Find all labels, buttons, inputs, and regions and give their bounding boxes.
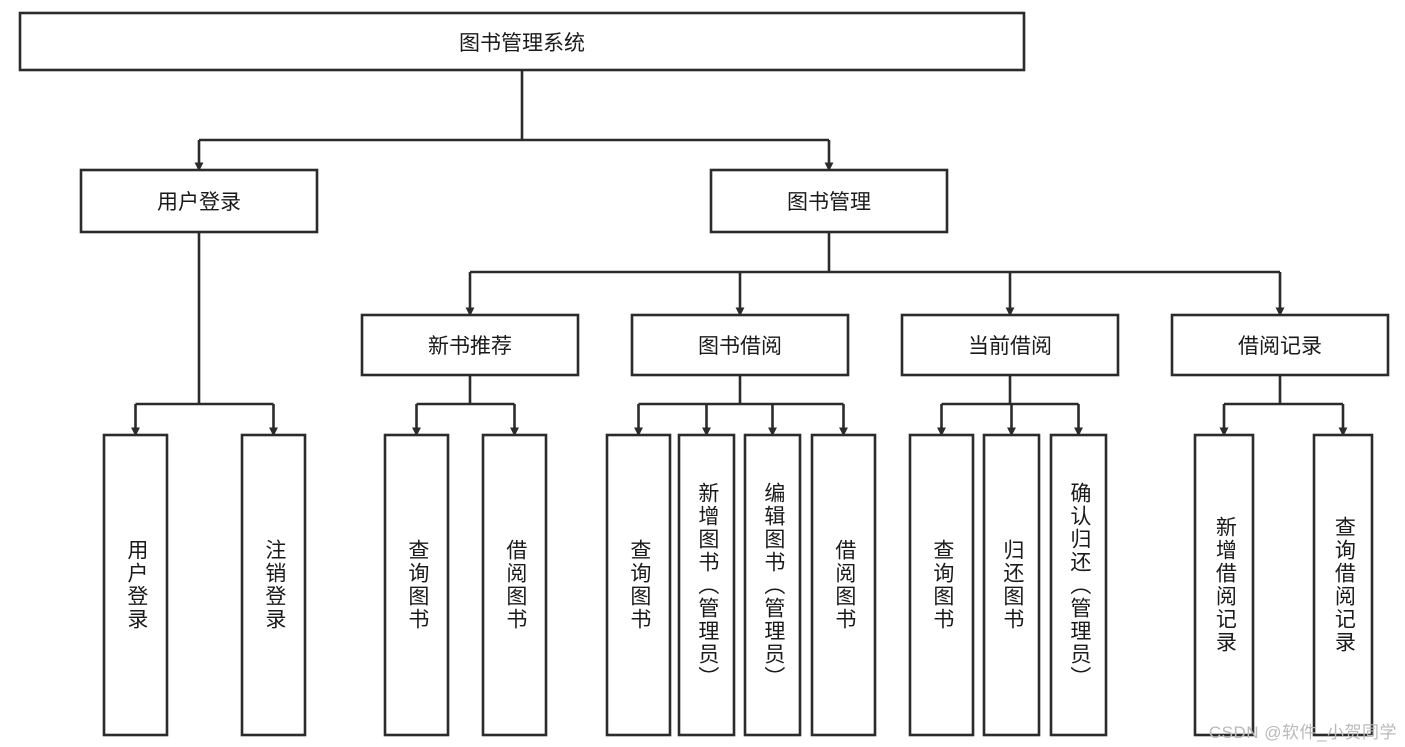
node-leaf-11[interactable]	[1193, 433, 1255, 737]
node-leaf-1[interactable]	[240, 433, 307, 737]
node-leaf-9[interactable]	[982, 433, 1041, 737]
node-leaf-3[interactable]	[481, 433, 548, 737]
node-level2-0[interactable]	[360, 313, 580, 377]
node-leaf-0[interactable]	[102, 433, 169, 737]
node-level2-3[interactable]	[1170, 313, 1390, 377]
node-root[interactable]	[18, 11, 1026, 72]
node-leaf-8[interactable]	[908, 433, 975, 737]
node-leaf-5[interactable]	[677, 433, 736, 737]
watermark: CSDN @软件_小贺同学	[1208, 723, 1397, 742]
node-level2-1[interactable]	[630, 313, 850, 377]
node-leaf-12[interactable]	[1312, 433, 1374, 737]
node-level1-1[interactable]	[709, 168, 949, 234]
node-leaf-4[interactable]	[605, 433, 672, 737]
node-leaf-7[interactable]	[810, 433, 877, 737]
boxes-layer	[18, 11, 1390, 737]
node-leaf-6[interactable]	[743, 433, 802, 737]
node-level1-0[interactable]	[79, 168, 319, 234]
node-level2-2[interactable]	[900, 313, 1120, 377]
node-leaf-2[interactable]	[383, 433, 450, 737]
node-leaf-10[interactable]	[1049, 433, 1108, 737]
connectors-layer	[131, 70, 1348, 437]
